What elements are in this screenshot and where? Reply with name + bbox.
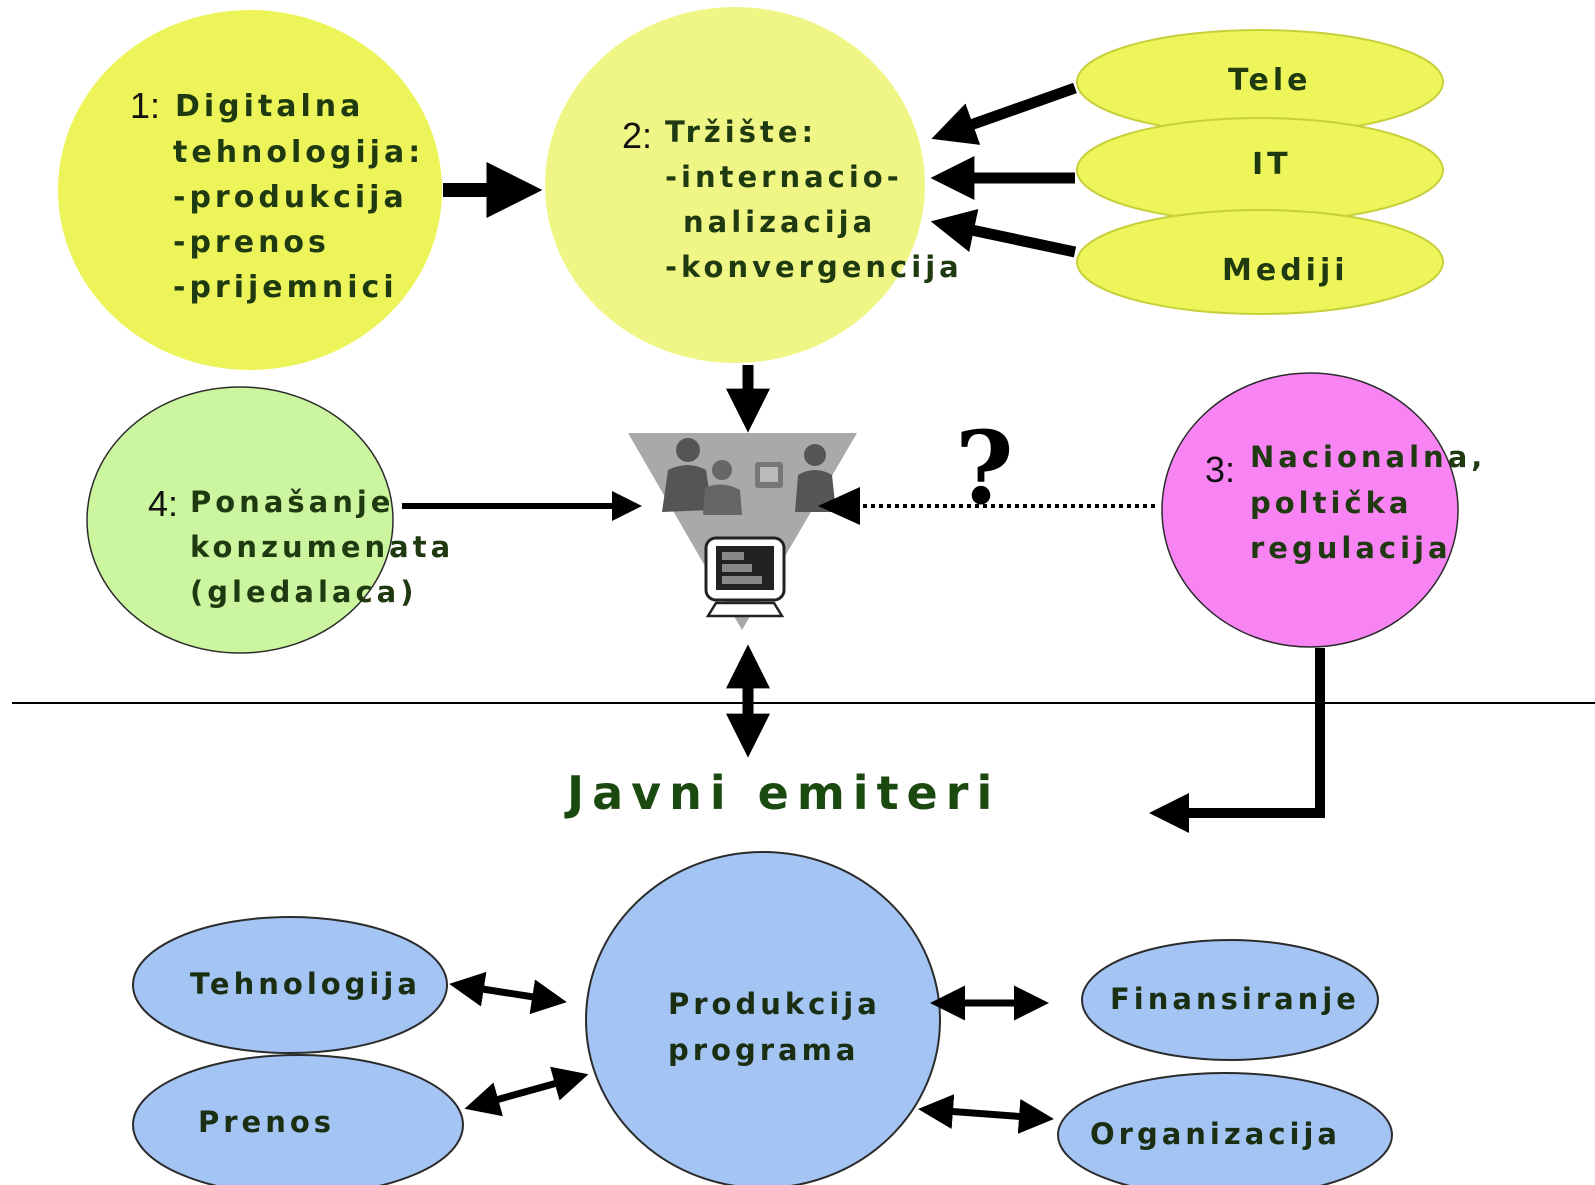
node3-number: 3:: [1205, 449, 1236, 490]
tehnologija-ellipse: [132, 916, 448, 1054]
node1-line-4: -prenos: [173, 225, 330, 260]
arrow-mediji-to-node2: [930, 208, 1077, 258]
question-mark: ?: [955, 409, 1014, 527]
node3-circle: [1161, 372, 1459, 648]
organizacija-label: Organizacija: [1090, 1117, 1341, 1151]
node4-line-2: konzumenata: [190, 530, 455, 564]
node4-circle: [86, 386, 394, 654]
node2-line-2: -internacio-: [665, 160, 903, 194]
sector-label-tele: Tele: [1228, 63, 1312, 98]
node4-line-3: (gledalaca): [190, 575, 418, 609]
node2-line-3: nalizacija: [683, 205, 877, 239]
node4-number: 4:: [148, 483, 179, 524]
node2-line-1: Tržište:: [665, 115, 818, 149]
organizacija-ellipse: [1057, 1072, 1393, 1185]
node1-line-5: -prijemnici: [173, 270, 398, 305]
node2-circle: [545, 7, 925, 363]
node2-line-4: -konvergencija: [665, 250, 963, 284]
arrow-prenos-produkcija: [464, 1066, 589, 1117]
sector-mediji-ellipse: [1076, 209, 1444, 315]
finansiranje-label: Finansiranje: [1110, 982, 1360, 1016]
node2-number: 2:: [622, 115, 653, 156]
arrow-produkcija-organizacija: [918, 1094, 1054, 1134]
people-computer-icon: [628, 433, 857, 630]
sector-label-it: IT: [1252, 147, 1292, 182]
prenos-ellipse: [132, 1054, 464, 1185]
javni-emiteri-title: Javni emiteri: [567, 766, 1001, 820]
arrow-tele-to-node2: [931, 82, 1077, 145]
produkcija-line-2: programa: [668, 1033, 860, 1067]
finansiranje-ellipse: [1081, 939, 1379, 1061]
node1-number: 1:: [130, 85, 161, 126]
node3-line-3: regulacija: [1250, 531, 1452, 565]
node1-line-2: tehnologija:: [173, 135, 425, 170]
node1-line-1: Digitalna: [175, 89, 365, 124]
node3-line-2: poltička: [1250, 486, 1413, 520]
arrow-regulation-to-javni: [1149, 648, 1325, 833]
tehnologija-label: Tehnologija: [190, 967, 421, 1001]
node1-circle: [58, 10, 442, 370]
arrow-node3-head: [818, 487, 860, 525]
node4-line-1: Ponašanje: [190, 485, 395, 519]
node1-line-3: -produkcija: [173, 180, 408, 215]
prenos-label: Prenos: [198, 1105, 336, 1139]
produkcija-line-1: Produkcija: [668, 987, 881, 1021]
arrow-tehnologija-produkcija: [449, 971, 567, 1015]
node3-line-1: Nacionalna,: [1250, 440, 1487, 474]
sector-label-mediji: Mediji: [1222, 253, 1349, 288]
